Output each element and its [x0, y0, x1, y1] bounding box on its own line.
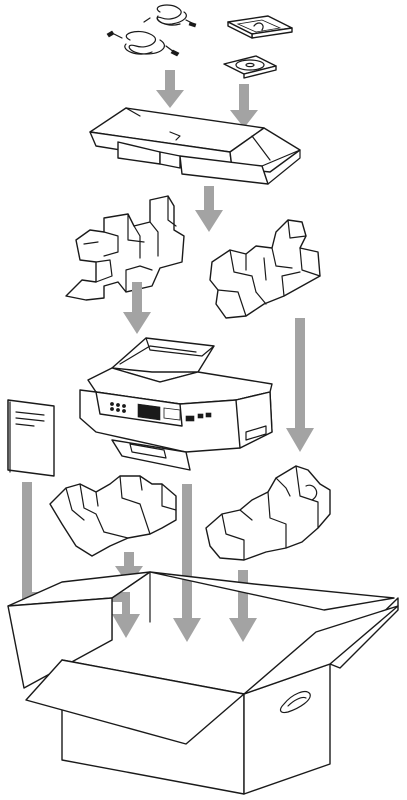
right-top-packing-foam-illustration	[210, 220, 320, 318]
printer-illustration	[80, 338, 272, 470]
arrow-printer-to-box	[173, 484, 201, 642]
left-top-packing-foam-illustration	[66, 196, 184, 300]
manual-illustration	[8, 400, 54, 476]
right-bottom-packing-foam-illustration	[206, 466, 330, 560]
left-bottom-packing-foam-illustration	[50, 476, 176, 556]
arrow-cover-to-foams	[195, 186, 223, 232]
arrow-right-foam-to-bottom	[286, 318, 314, 452]
shipping-carton-illustration	[8, 572, 398, 794]
cables-illustration	[107, 5, 196, 56]
top-cover-tray-illustration	[90, 108, 300, 184]
arrow-cd-to-cover	[230, 84, 258, 128]
arrow-cables-to-cover	[156, 70, 184, 108]
cd-disc-illustration	[224, 56, 276, 78]
arrow-right-foam-to-box	[229, 570, 257, 642]
cd-sleeve-illustration	[228, 16, 292, 38]
